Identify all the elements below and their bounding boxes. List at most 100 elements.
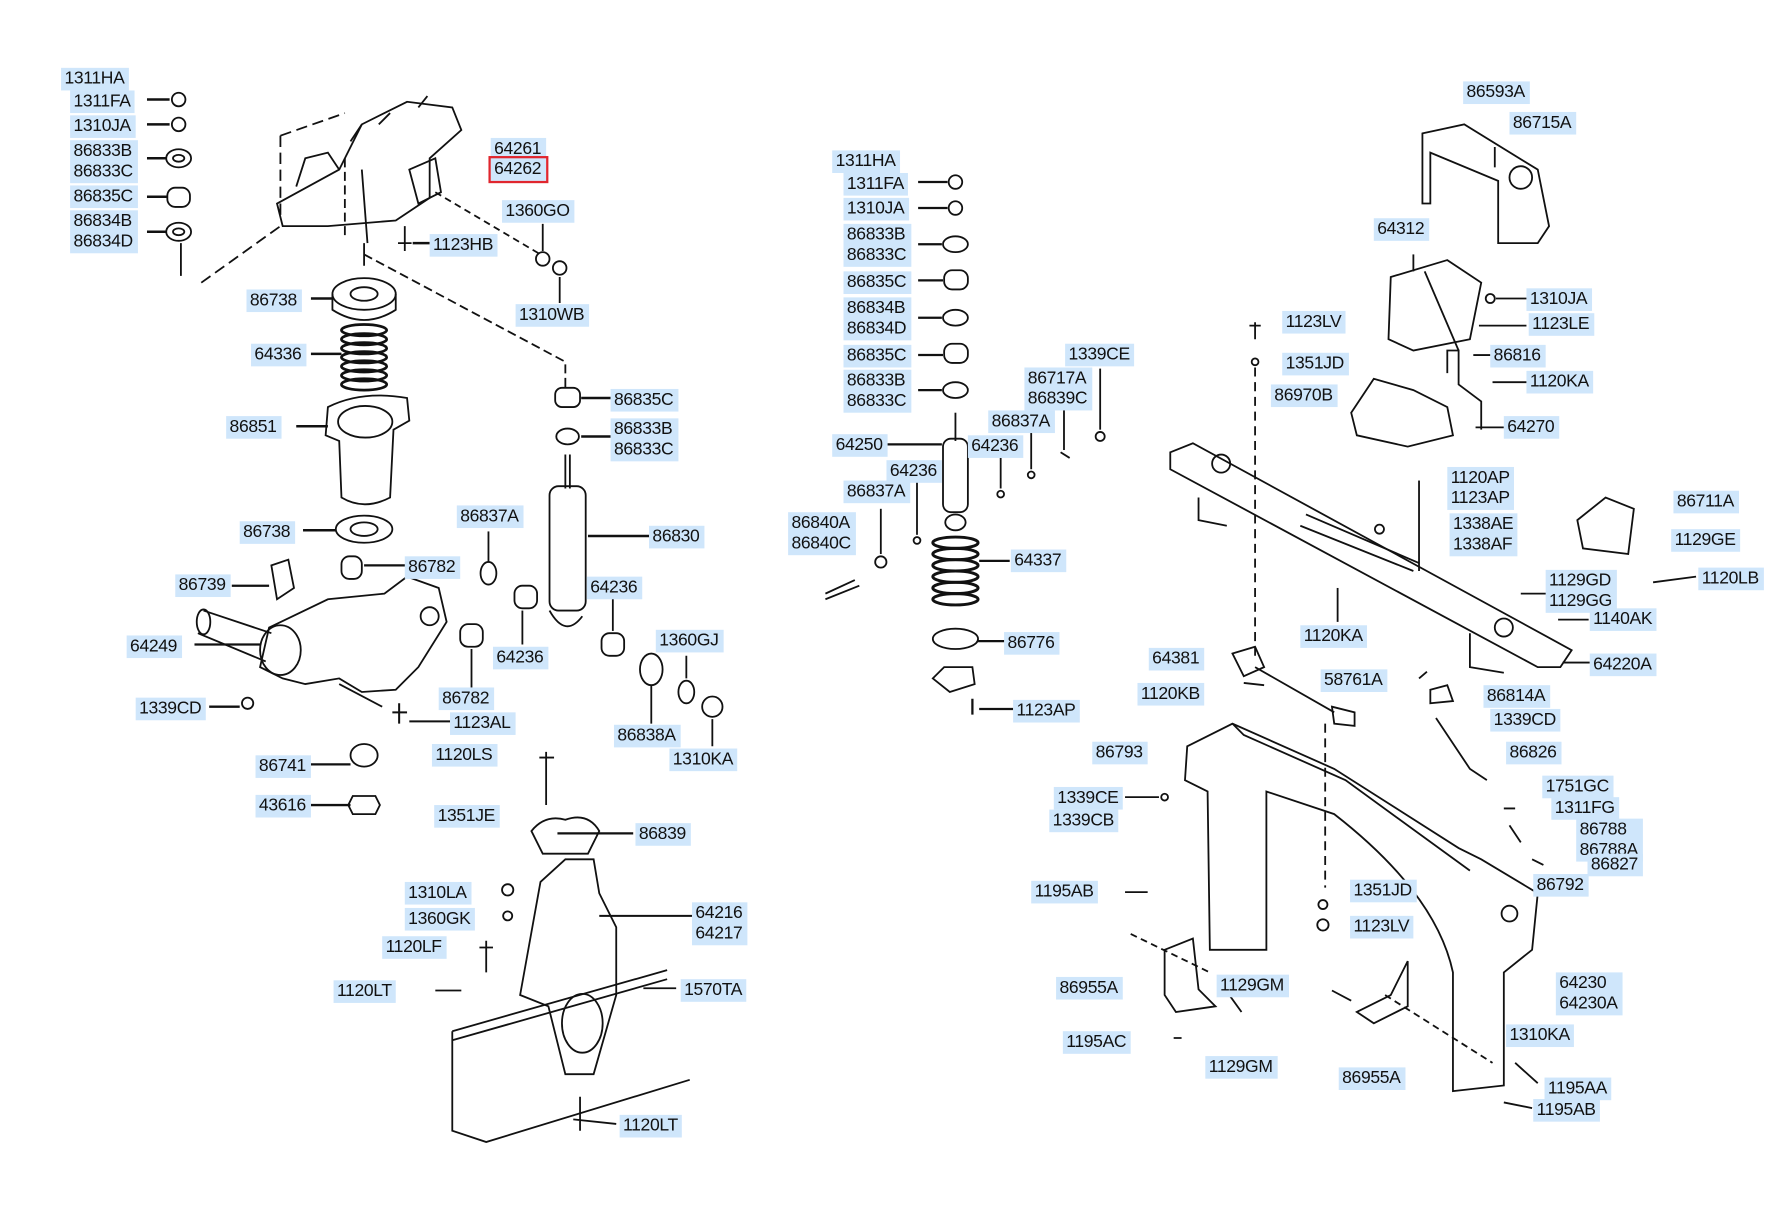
part-label-58761a[interactable]: 58761A [1320, 669, 1387, 692]
part-label-86833b[interactable]: 86833B 86833C [70, 140, 138, 184]
part-label-86835c[interactable]: 86835C [610, 388, 678, 412]
part-label-86835c[interactable]: 86835C [843, 271, 911, 294]
part-label-86593a[interactable]: 86593A [1463, 81, 1530, 105]
part-label-1751gc[interactable]: 1751GC [1542, 775, 1614, 799]
part-label-1123lv[interactable]: 1123LV [1350, 915, 1414, 939]
part-label-1570ta[interactable]: 1570TA [680, 979, 747, 1002]
part-label-86738[interactable]: 86738 [246, 289, 302, 313]
part-label-1339ce[interactable]: 1339CE [1065, 343, 1135, 367]
part-label-1338ae[interactable]: 1338AE 1338AF [1449, 513, 1518, 557]
part-label-1310ja[interactable]: 1310JA [1526, 288, 1592, 311]
part-label-1310ja[interactable]: 1310JA [843, 197, 909, 221]
part-label-86826[interactable]: 86826 [1506, 741, 1562, 765]
part-label-64236[interactable]: 64236 [586, 576, 642, 600]
part-label-1140ak[interactable]: 1140AK [1589, 608, 1657, 631]
part-label-86834b[interactable]: 86834B 86834D [843, 297, 911, 341]
part-label-86827[interactable]: 86827 [1587, 853, 1643, 877]
part-label-1339cd[interactable]: 1339CD [1490, 708, 1561, 732]
part-label-86715a[interactable]: 86715A [1509, 111, 1576, 135]
part-label-1311fa[interactable]: 1311FA [843, 172, 909, 196]
part-label-86738[interactable]: 86738 [239, 521, 295, 544]
part-label-1129ge[interactable]: 1129GE [1671, 529, 1741, 552]
part-label-86837a[interactable]: 86837A [988, 410, 1055, 434]
part-label-1195ab[interactable]: 1195AB [1031, 880, 1099, 904]
part-label-86833b[interactable]: 86833B 86833C [610, 418, 678, 462]
part-label-1129gm[interactable]: 1129GM [1216, 974, 1289, 998]
part-label-86839[interactable]: 86839 [635, 823, 691, 846]
part-label-64216[interactable]: 64216 64217 [691, 902, 747, 946]
part-label-1311ha[interactable]: 1311HA [61, 67, 129, 91]
part-label-1120lf[interactable]: 1120LF [382, 936, 447, 959]
part-label-1351jd[interactable]: 1351JD [1350, 879, 1417, 903]
part-label-64250[interactable]: 64250 [832, 434, 888, 457]
part-label-86840a[interactable]: 86840A 86840C [788, 512, 856, 556]
part-label-1120kb[interactable]: 1120KB [1137, 682, 1205, 706]
part-label-86782[interactable]: 86782 [404, 556, 460, 579]
part-label-1351jd[interactable]: 1351JD [1282, 352, 1349, 376]
part-label-64220a[interactable]: 64220A [1589, 653, 1657, 677]
part-label-1120lb[interactable]: 1120LB [1698, 567, 1764, 591]
part-label-64262[interactable]: 64262 [488, 156, 548, 184]
part-label-1120lt[interactable]: 1120LT [333, 980, 397, 1003]
part-label-1351je[interactable]: 1351JE [434, 805, 500, 828]
part-label-86834b[interactable]: 86834B 86834D [70, 210, 138, 254]
part-label-64270[interactable]: 64270 [1503, 416, 1559, 439]
part-label-64336[interactable]: 64336 [251, 343, 306, 367]
part-label-1195ab[interactable]: 1195AB [1533, 1099, 1601, 1122]
part-label-1310la[interactable]: 1310LA [404, 881, 472, 905]
part-label-1120ls[interactable]: 1120LS [431, 744, 497, 767]
part-label-86782[interactable]: 86782 [438, 687, 494, 711]
part-label-86837a[interactable]: 86837A [456, 505, 524, 529]
part-label-64337[interactable]: 64337 [1010, 549, 1066, 573]
part-label-86955a[interactable]: 86955A [1338, 1067, 1406, 1090]
part-label-1123al[interactable]: 1123AL [450, 712, 516, 735]
part-label-86739[interactable]: 86739 [175, 574, 231, 598]
part-label-1360gk[interactable]: 1360GK [404, 907, 475, 931]
part-label-86955a[interactable]: 86955A [1056, 976, 1123, 1000]
part-label-86838a[interactable]: 86838A [613, 724, 681, 748]
part-label-86837a[interactable]: 86837A [843, 480, 910, 504]
part-label-1339ce[interactable]: 1339CE [1053, 786, 1124, 810]
part-label-86741[interactable]: 86741 [255, 755, 311, 778]
part-label-86776[interactable]: 86776 [1004, 632, 1060, 655]
part-label-1310ka[interactable]: 1310KA [669, 748, 738, 772]
part-label-1310ka[interactable]: 1310KA [1506, 1024, 1575, 1048]
part-label-1129gm[interactable]: 1129GM [1205, 1056, 1278, 1079]
part-label-86833b[interactable]: 86833B 86833C [843, 223, 911, 267]
part-label-1120lt[interactable]: 1120LT [619, 1114, 683, 1138]
part-label-1120ka[interactable]: 1120KA [1526, 370, 1594, 394]
part-label-1120ka[interactable]: 1120KA [1300, 625, 1368, 648]
part-label-1310ja[interactable]: 1310JA [70, 115, 136, 138]
part-label-64261[interactable]: 64261 [490, 137, 546, 161]
part-label-1195aa[interactable]: 1195AA [1544, 1077, 1612, 1101]
part-label-64312[interactable]: 64312 [1373, 218, 1429, 241]
part-label-1339cd[interactable]: 1339CD [135, 697, 206, 721]
part-label-1360gj[interactable]: 1360GJ [655, 629, 724, 653]
part-label-86835c[interactable]: 86835C [843, 344, 911, 368]
part-label-86835c[interactable]: 86835C [70, 185, 138, 209]
part-label-86717a[interactable]: 86717A 86839C [1024, 367, 1092, 411]
part-label-1311fa[interactable]: 1311FA [70, 90, 136, 114]
part-label-86851[interactable]: 86851 [226, 416, 282, 439]
part-label-1123hb[interactable]: 1123HB [429, 234, 498, 257]
part-label-1120ap[interactable]: 1120AP 1123AP [1447, 466, 1515, 510]
part-label-1129gd[interactable]: 1129GD 1129GG [1545, 569, 1617, 613]
part-label-64236[interactable]: 64236 [967, 435, 1023, 458]
part-label-1123ap[interactable]: 1123AP [1013, 699, 1081, 723]
part-label-1123le[interactable]: 1123LE [1528, 313, 1594, 336]
part-label-1311fg[interactable]: 1311FG [1551, 797, 1620, 820]
part-label-86814a[interactable]: 86814A [1483, 685, 1550, 708]
part-label-86830[interactable]: 86830 [649, 525, 704, 549]
part-label-1123lv[interactable]: 1123LV [1282, 310, 1346, 334]
part-label-86970b[interactable]: 86970B [1270, 384, 1338, 408]
part-label-86833b[interactable]: 86833B 86833C [843, 369, 911, 413]
part-label-64230[interactable]: 64230 64230A [1555, 972, 1623, 1016]
part-label-43616[interactable]: 43616 [255, 794, 311, 818]
part-label-86792[interactable]: 86792 [1533, 874, 1589, 897]
part-label-64236[interactable]: 64236 [886, 460, 942, 483]
part-label-1311ha[interactable]: 1311HA [832, 150, 901, 173]
part-label-1195ac[interactable]: 1195AC [1062, 1031, 1131, 1054]
part-label-86711a[interactable]: 86711A [1673, 490, 1739, 514]
part-label-1339cb[interactable]: 1339CB [1049, 809, 1119, 833]
part-label-64249[interactable]: 64249 [126, 635, 182, 659]
